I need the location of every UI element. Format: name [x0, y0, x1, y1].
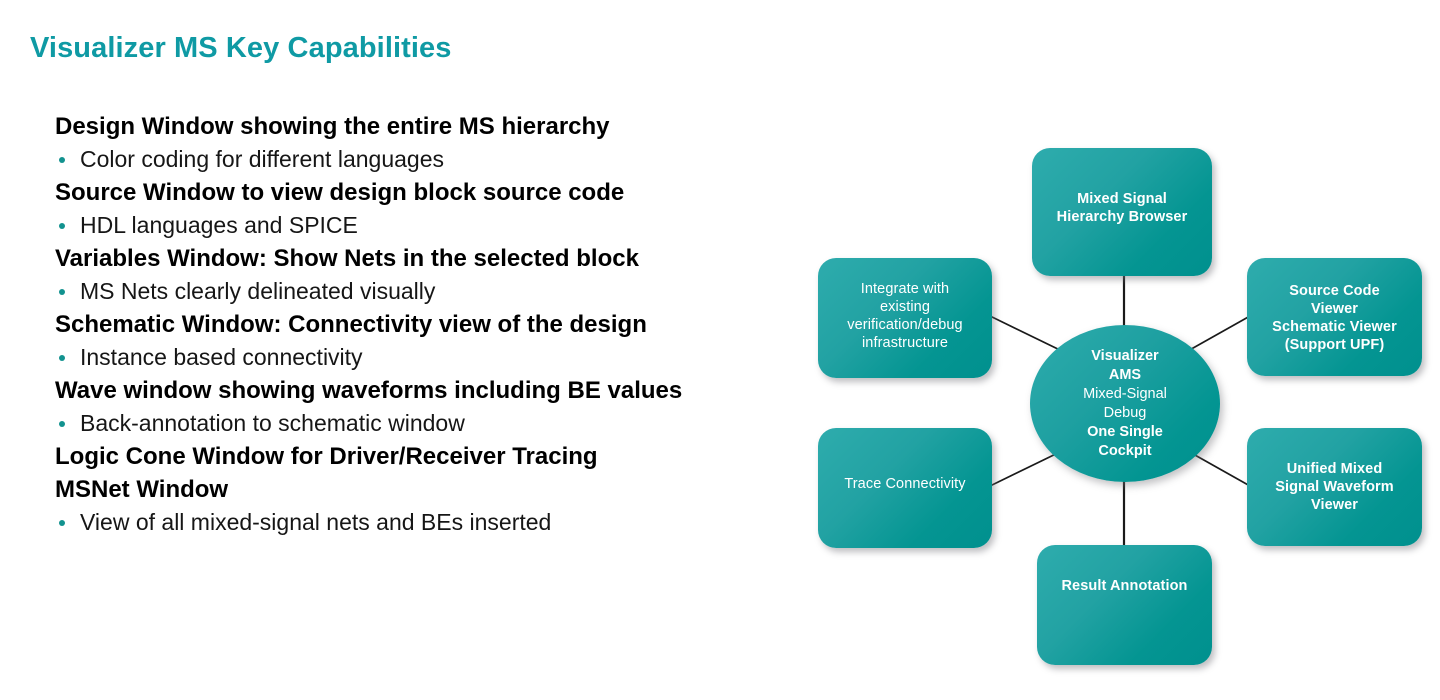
capability-bullet-label: HDL languages and SPICE: [80, 212, 358, 238]
capability-bullet-label: View of all mixed-signal nets and BEs in…: [80, 509, 552, 535]
capability-bullet: HDL languages and SPICE: [55, 209, 815, 242]
capability-heading: Wave window showing waveforms including …: [55, 377, 683, 404]
capability-bullet-label: Back-annotation to schematic window: [80, 410, 465, 436]
capability-heading: Schematic Window: Connectivity view of t…: [55, 311, 647, 338]
bullet-dot-icon: [59, 289, 65, 295]
connector-lines: [989, 276, 1251, 547]
hub-label-line: One Single: [1087, 423, 1163, 440]
capability-bullet: Back-annotation to schematic window: [55, 407, 815, 440]
bullet-dot-icon: [59, 223, 65, 229]
page-title: Visualizer MS Key Capabilities: [30, 32, 452, 64]
hub-label-line: Debug: [1103, 404, 1147, 421]
capabilities-list: Design Window showing the entire MS hier…: [55, 110, 815, 539]
node-result-annotation[interactable]: Result Annotation: [1037, 545, 1212, 665]
capability-bullet: View of all mixed-signal nets and BEs in…: [55, 506, 815, 539]
capability-heading: Design Window showing the entire MS hier…: [55, 113, 610, 140]
hub-label-line: AMS: [1108, 366, 1142, 383]
node-trace-connectivity[interactable]: Trace Connectivity: [818, 428, 992, 548]
capability-bullet-label: Instance based connectivity: [80, 344, 363, 370]
bullet-dot-icon: [59, 520, 65, 526]
capability-bullet-label: MS Nets clearly delineated visually: [80, 278, 436, 304]
capability-heading: Variables Window: Show Nets in the selec…: [55, 245, 639, 272]
capability-bullet: MS Nets clearly delineated visually: [55, 275, 815, 308]
bullet-dot-icon: [59, 157, 65, 163]
bullet-dot-icon: [59, 421, 65, 427]
hub-label-line: Cockpit: [1098, 442, 1152, 459]
capability-heading: Source Window to view design block sourc…: [55, 179, 625, 206]
node-label: Result Annotation: [1061, 578, 1188, 594]
bullet-dot-icon: [59, 355, 65, 361]
capability-heading: MSNet Window: [55, 476, 229, 503]
capability-bullet: Instance based connectivity: [55, 341, 815, 374]
node-label: Trace Connectivity: [844, 476, 966, 492]
hub-label-line: Mixed-Signal: [1083, 385, 1167, 402]
capability-heading: Logic Cone Window for Driver/Receiver Tr…: [55, 443, 598, 470]
hub-label-line: Visualizer: [1091, 347, 1159, 364]
capability-bullet-label: Color coding for different languages: [80, 146, 444, 172]
capability-bullet: Color coding for different languages: [55, 143, 815, 176]
